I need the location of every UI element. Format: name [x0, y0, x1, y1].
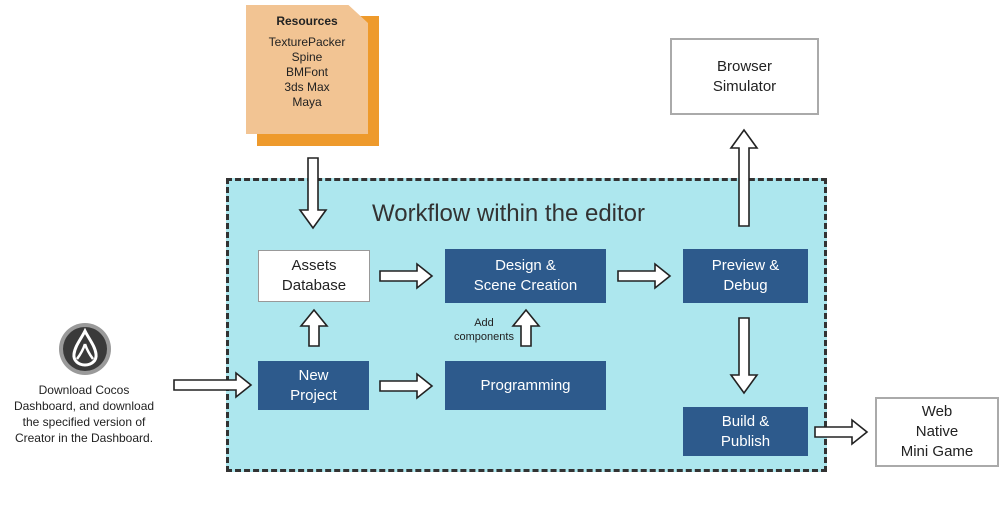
resources-item: 3ds Max	[284, 80, 330, 94]
design-scene-node: Design & Scene Creation	[445, 249, 606, 303]
cocos-logo-icon	[59, 323, 111, 375]
workflow-title: Workflow within the editor	[372, 200, 645, 227]
arrow-dashboard-to-project	[173, 371, 253, 399]
arrow-build-to-targets	[814, 418, 869, 446]
build-publish-node: Build & Publish	[683, 407, 808, 456]
arrow-project-to-assets	[299, 308, 329, 347]
arrow-assets-to-design	[379, 262, 434, 290]
add-components-label: Add components	[454, 317, 514, 343]
dashboard-description: Download Cocos Dashboard, and download t…	[13, 383, 155, 445]
arrow-resources-to-assets	[298, 157, 328, 230]
resources-title: Resources	[276, 14, 338, 28]
arrow-design-to-preview	[617, 262, 672, 290]
arrow-programming-to-design	[511, 308, 541, 347]
resources-item: BMFont	[285, 65, 328, 79]
resources-document: Resources TexturePacker Spine BMFont 3ds…	[246, 5, 368, 134]
resources-item: TexturePacker	[268, 35, 346, 49]
publish-targets-node: Web Native Mini Game	[875, 397, 999, 467]
arrow-project-to-programming	[379, 372, 434, 400]
browser-simulator-node: Browser Simulator	[670, 38, 819, 115]
resources-item: Spine	[291, 50, 323, 64]
preview-debug-node: Preview & Debug	[683, 249, 808, 303]
new-project-node: New Project	[258, 361, 369, 410]
arrow-preview-to-build	[729, 317, 759, 395]
arrow-preview-to-browser	[729, 128, 759, 227]
programming-node: Programming	[445, 361, 606, 410]
resources-item: Maya	[292, 95, 322, 109]
assets-database-node: Assets Database	[258, 250, 370, 302]
